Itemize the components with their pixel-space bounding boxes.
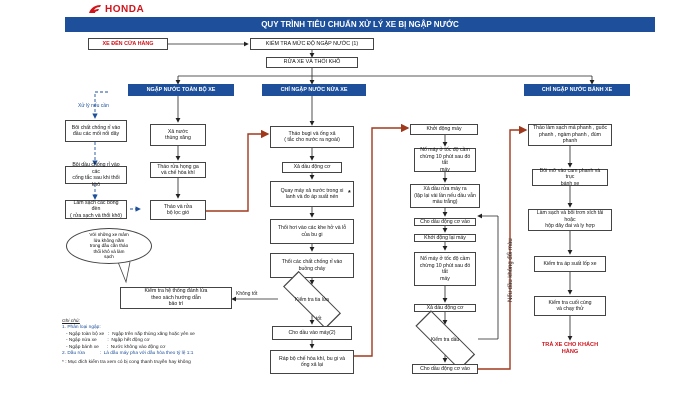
clean-chain-box: Làm sạch và bôi trơn xích tải hoặc hộp d…	[528, 209, 612, 231]
side-box-lights: Làm sạch các bóng đèn ( rửa sạch và thổi…	[65, 200, 127, 219]
header-full: NGẬP NƯỚC TOÀN BỘ XE	[128, 84, 234, 96]
honda-logo: HONDA	[88, 2, 160, 16]
remove-plug-box: Tháo bugi và ống xả ( tắc cho nước ra ng…	[270, 126, 354, 148]
header-wheel: CHỈ NGẬP NƯỚC BÁNH XE	[524, 84, 630, 96]
start-engine-box: Khởi động máy	[410, 124, 478, 135]
notes-line: 1. Phân loại ngập:	[62, 325, 101, 331]
check-oil-label: Kiểm tra dầu	[430, 337, 460, 343]
honda-wing-icon	[89, 5, 101, 13]
return-to-customer: TRẢ XE CHO KHÁCH HÀNG	[541, 342, 599, 356]
flush-oil-box: Xả dầu rửa máy ra (lặp lại vài lần nếu d…	[410, 184, 480, 208]
page-title: QUY TRÌNH TIÊU CHUẨN XỬ LÝ XE BỊ NGẬP NƯ…	[65, 17, 655, 32]
logo-text: HONDA	[105, 3, 145, 15]
oil-in-final-box: Cho dầu động cơ vào	[412, 364, 478, 374]
notes-section: Ghi chú: 1. Phân loại ngập: - Ngập toàn …	[62, 319, 272, 379]
check-wiring-box: Kiểm tra hệ thống đánh lửa theo sách hướ…	[120, 287, 232, 309]
side-note-vertical: Nếu dầu không đổi màu	[508, 238, 514, 302]
notes-star: * : Mục đích kiểm tra xem có bị cong tha…	[62, 359, 191, 365]
start-box: XE ĐẾN CỬA HÀNG	[88, 38, 168, 50]
grease-cam-box: Bôi mỡ vào cam phanh và trục bánh xe	[532, 168, 608, 187]
side-box-connector: Bôi chất chống rỉ vào đầu các mối nối dâ…	[65, 120, 127, 142]
wash-box: RỬA XE VÀ THỔI KHÔ	[266, 57, 358, 68]
star-marker: *	[348, 190, 351, 197]
drain-oil-box-col3: Xả dầu động cơ	[414, 304, 476, 312]
oil-in-box: Cho dầu vào máy(2)	[272, 326, 352, 340]
header-half: CHỈ NGẬP NƯỚC NỬA XE	[262, 84, 366, 96]
blow-air-box: Thổi hơi vào các khe hở và lỗ của bu gi	[270, 219, 354, 244]
note-bubble-text: Với những xe mâm lửa không nằm trong dầu…	[89, 232, 129, 260]
idle-box-2: Nổ máy ở tốc độ cầm chừng 10 phút sau đó…	[414, 252, 476, 286]
drain-fuel-box: Xả nước thùng xăng	[150, 124, 206, 146]
drain-oil-box: Xả dầu động cơ	[282, 162, 342, 173]
restart-box: Khởi động lại máy	[414, 234, 476, 242]
clean-airfilter-box: Tháo và rửa bộ lọc gió	[150, 200, 206, 220]
anti-rust-box: Thổi các chất chống rỉ vào buồng cháy	[270, 253, 354, 278]
clean-brakes-box: Tháo làm sạch má phanh , guốc phanh , ng…	[528, 124, 612, 146]
notes-line: - Ngập nửa xe : Ngập hết động cơ	[66, 338, 150, 344]
side-box-switch: Bôi dầu chống rỉ vào các cổng tắc sau kh…	[65, 162, 127, 188]
reassemble-box: Ráp bộ chế hòa khí, bu gi và ống xả lại	[270, 350, 354, 374]
tire-pressure-box: Kiểm tra áp suất lốp xe	[534, 256, 606, 272]
good-label: tốt	[316, 316, 322, 322]
check-fire-diamond: Kiểm tra tia lửa	[280, 286, 344, 314]
check-fire-label: Kiểm tra tia lửa	[295, 297, 329, 303]
idle-box-1: Nổ máy ở tốc độ cầm chừng 10 phút sau đó…	[414, 147, 476, 173]
notes-line: - Ngập toàn bộ xe : Ngập trên nắp thùng …	[66, 331, 195, 337]
notes-line: - Ngập bánh xe : Nước không vào động cơ	[66, 344, 166, 350]
not-good-label: Không tốt	[236, 291, 258, 297]
note-bubble: Với những xe mâm lửa không nằm trong dầu…	[66, 228, 152, 264]
oil-in-box-col3: Cho dầu động cơ vào	[414, 218, 476, 226]
note-if-needed: Xử lý nếu cần	[78, 103, 109, 109]
final-check-box: Kiểm tra cuối cùng và chạy thử	[534, 296, 606, 316]
crank-engine-box: Quay máy xả nước trong xi lanh và đo áp …	[270, 181, 354, 207]
notes-line: 2. Dầu rửa : Là dầu máy pha với dầu hỏa …	[62, 351, 194, 357]
check-level-box: KIỂM TRA MỨC ĐỘ NGẬP NƯỚC (1)	[250, 38, 374, 50]
check-oil-diamond: Kiểm tra dầu	[412, 326, 478, 354]
clean-carb-box: Tháo rửa họng ga và chế hòa khí	[150, 162, 206, 178]
notes-title: Ghi chú:	[62, 319, 80, 324]
